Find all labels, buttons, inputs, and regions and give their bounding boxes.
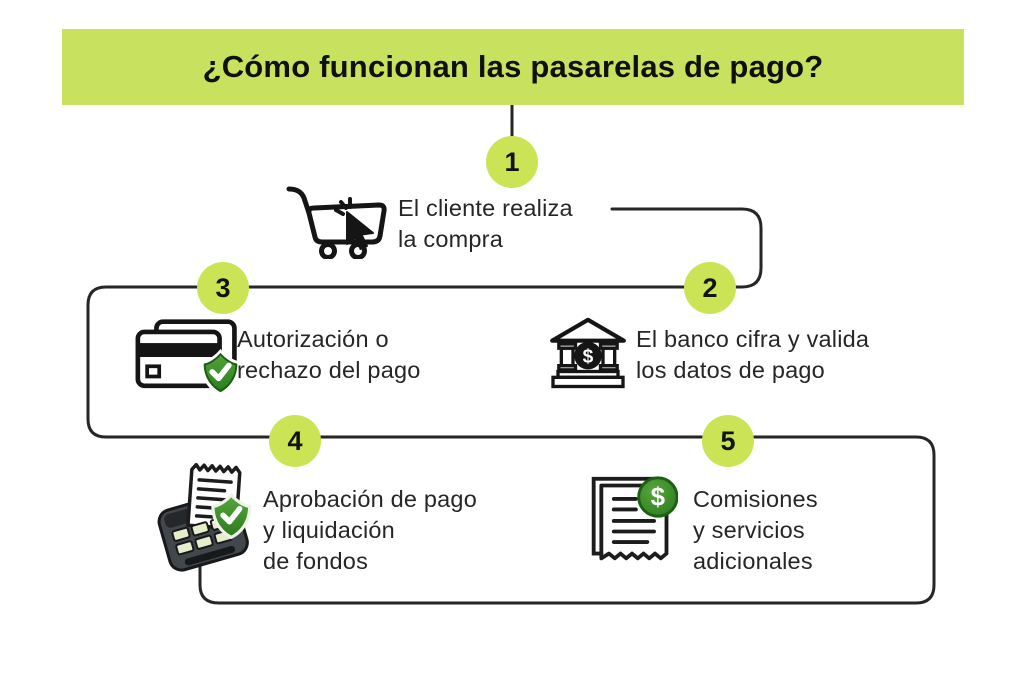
step-1-number: 1 [504,146,520,177]
step-1-number-badge: 1 [486,136,538,188]
bank-dollar-icon: $ [548,316,628,397]
step-3-label: Autorización o rechazo del pago [237,326,421,383]
step-4-number-badge: 4 [269,415,321,467]
title-banner: ¿Cómo funcionan las pasarelas de pago? [62,29,964,105]
pos-terminal-receipt-shield-icon [150,457,260,582]
credit-card-shield-check-icon [134,318,242,401]
svg-text:$: $ [583,346,594,367]
shopping-cart-cursor-icon [284,181,390,264]
step-2-number: 2 [702,272,718,303]
step-5-label: Comisiones y servicios adicionales [693,486,818,574]
page-title: ¿Cómo funcionan las pasarelas de pago? [202,49,824,84]
step-5-number-badge: 5 [702,415,754,467]
step-2-label: El banco cifra y valida los datos de pag… [636,326,870,383]
step-4-number: 4 [287,425,303,456]
step-5-number: 5 [720,425,736,456]
step-3-number-badge: 3 [197,262,249,314]
svg-text:$: $ [651,484,666,512]
invoice-dollar-icon: $ [586,473,679,572]
step-4-label: Aprobación de pago y liquidación de fond… [263,486,477,574]
step-3-number: 3 [215,272,231,303]
step-1-label: El cliente realiza la compra [398,195,573,252]
step-2-number-badge: 2 [684,262,736,314]
